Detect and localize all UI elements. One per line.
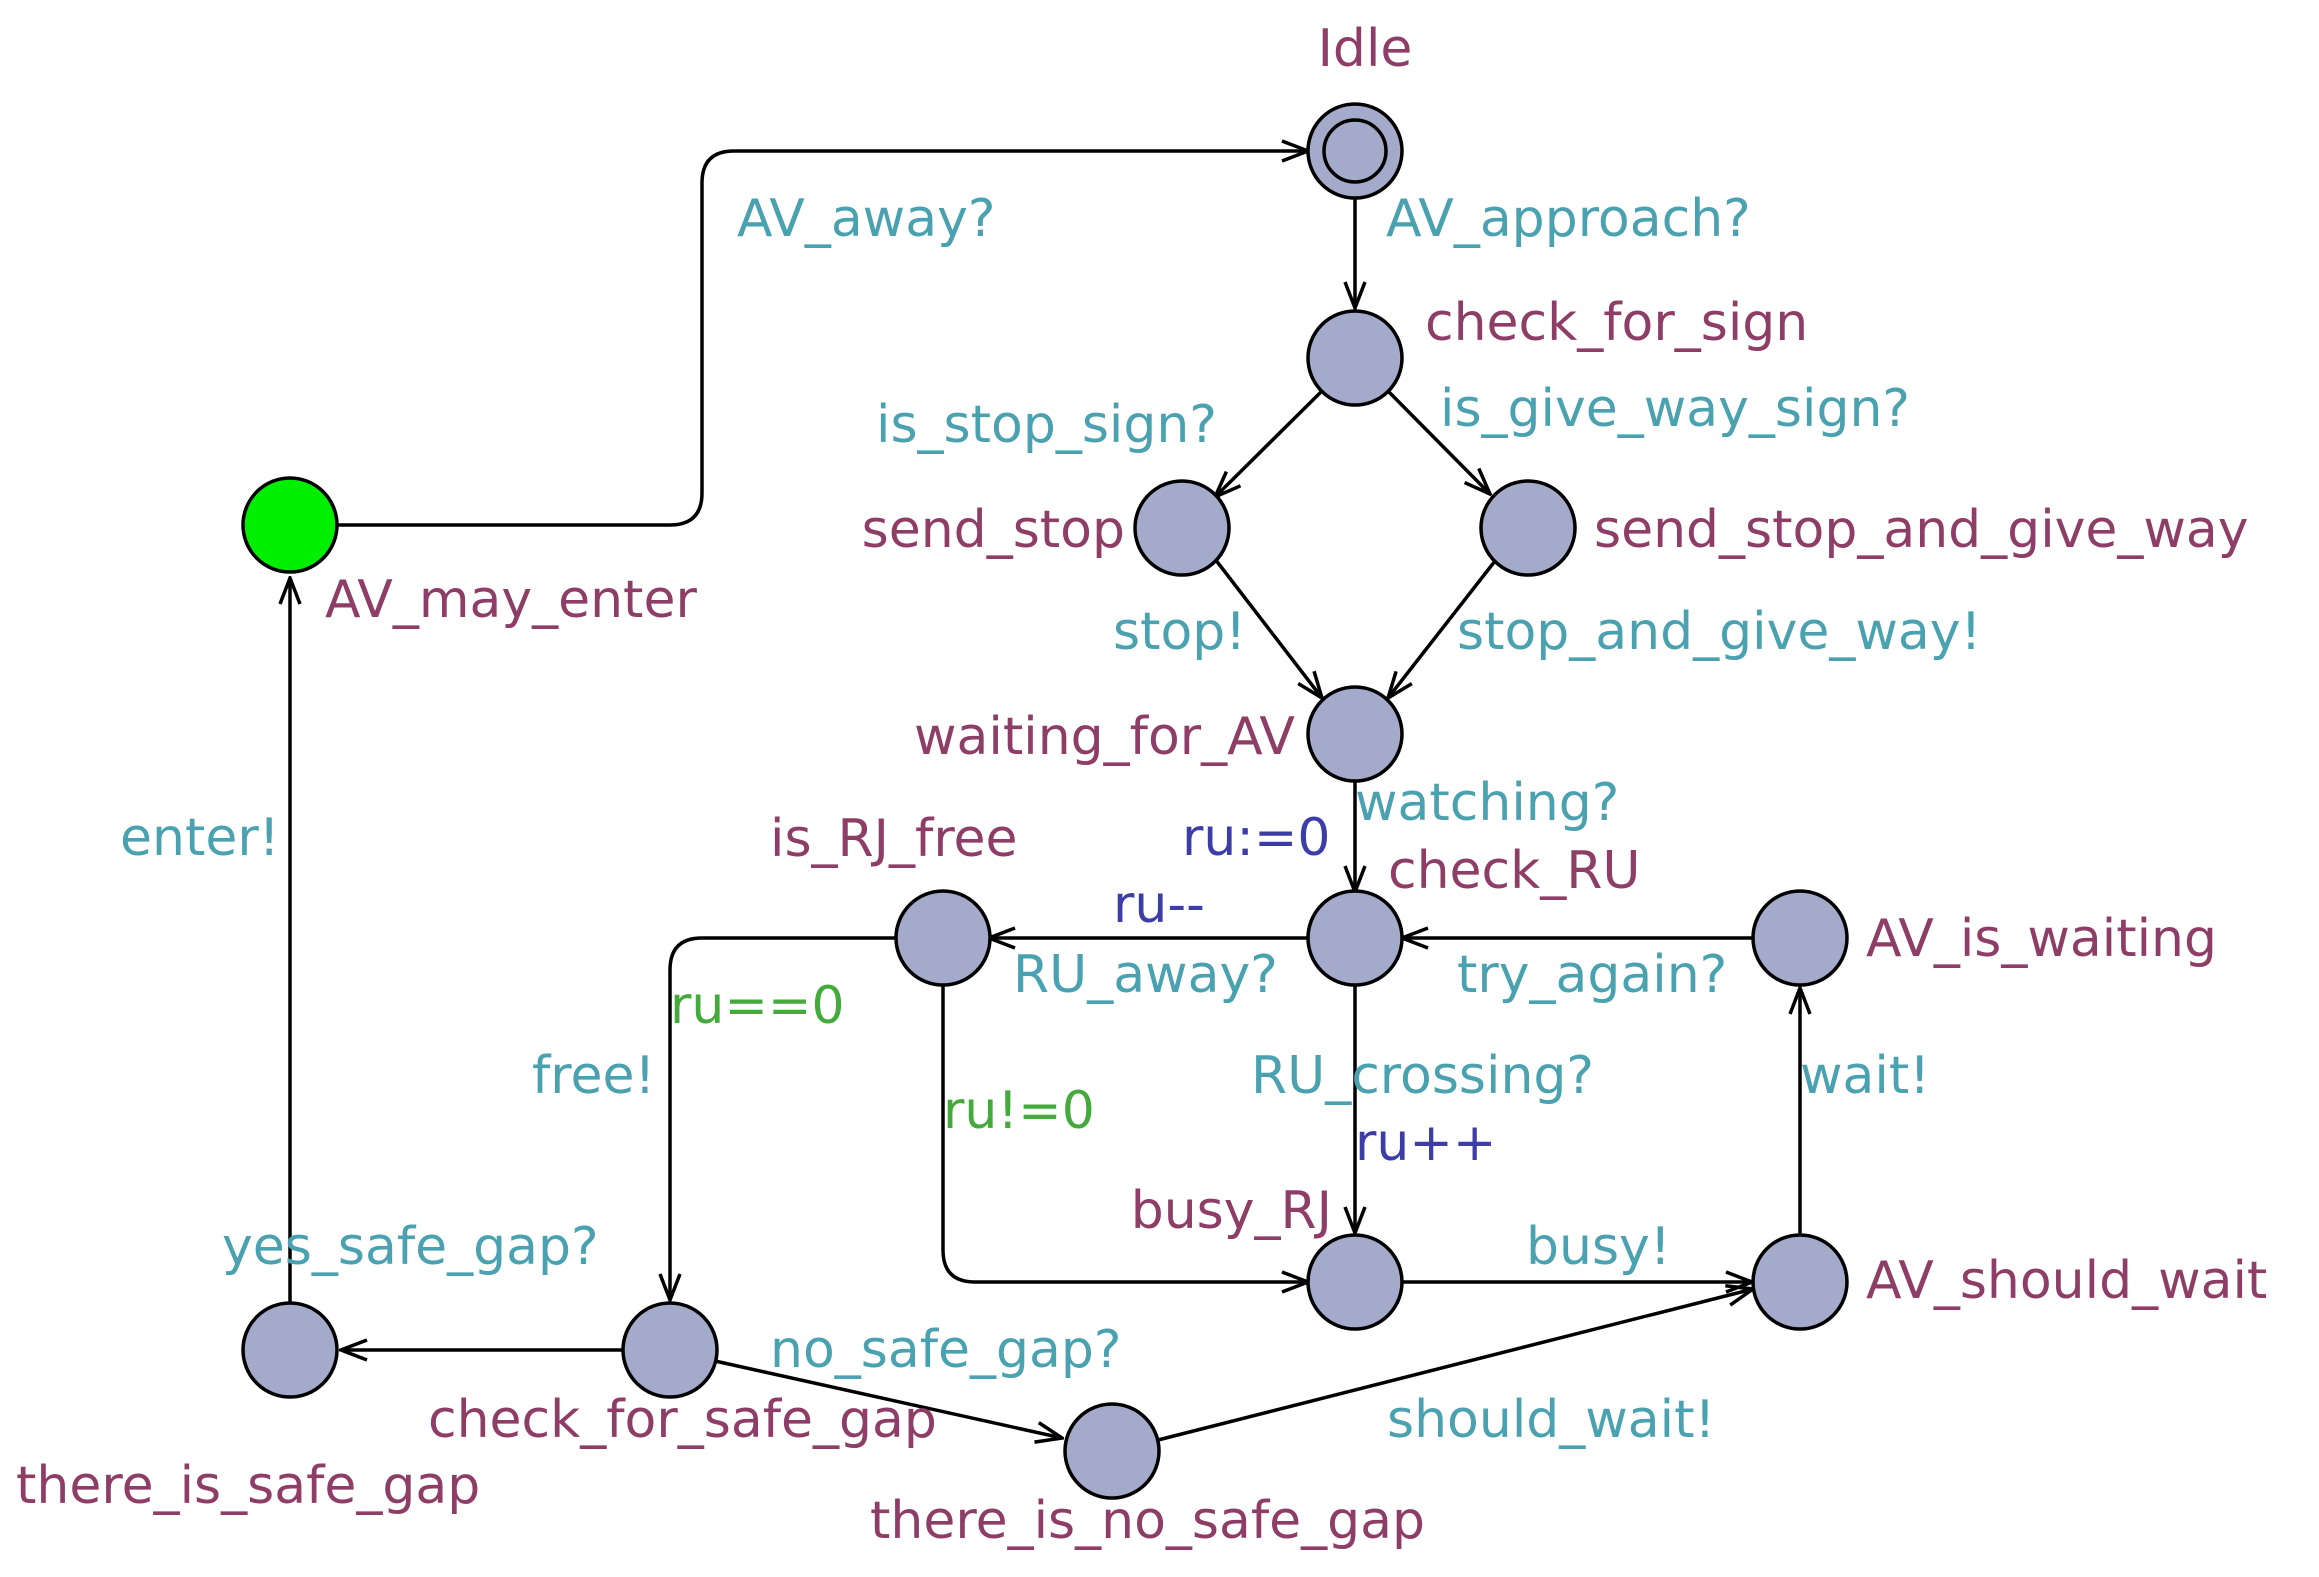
edge-check-for-sign-to-send-stop-and-give-way[interactable]	[1386, 389, 1490, 494]
guard-ru-eq-zero: ru==0	[670, 976, 845, 1036]
edge-is-rj-free-to-check-for-safe-gap[interactable]	[670, 936, 896, 1300]
location-there-is-no-safe-gap[interactable]	[1063, 1402, 1161, 1500]
label-check-ru: check_RU	[1388, 841, 1640, 901]
sync-ru-crossing: RU_crossing?	[1251, 1046, 1594, 1106]
edge-av-may-enter-to-idle[interactable]	[338, 151, 1308, 527]
sync-is-give-way-sign: is_give_way_sign?	[1440, 379, 1910, 439]
sync-enter: enter!	[120, 808, 280, 868]
sync-is-stop-sign: is_stop_sign?	[876, 395, 1217, 455]
sync-stop-and-give-way: stop_and_give_way!	[1457, 602, 1981, 662]
edges	[290, 151, 1800, 1440]
sync-no-safe-gap: no_safe_gap?	[770, 1320, 1122, 1380]
label-waiting-for-av: waiting_for_AV	[914, 707, 1295, 767]
label-busy-rj: busy_RJ	[1131, 1181, 1332, 1241]
location-send-stop[interactable]	[1133, 479, 1231, 577]
initial-location-marker	[1322, 118, 1388, 184]
sync-free: free!	[532, 1046, 655, 1106]
edge-send-stop-and-give-way-to-waiting-for-av[interactable]	[1388, 559, 1497, 698]
edge-there-is-no-safe-gap-to-av-should-wait[interactable]	[1157, 1289, 1753, 1442]
sync-watching: watching?	[1355, 773, 1619, 833]
sync-try-again: try_again?	[1457, 945, 1727, 1005]
assign-ru-decrement: ru--	[1113, 875, 1205, 935]
sync-av-approach: AV_approach?	[1386, 189, 1751, 249]
location-av-should-wait[interactable]	[1751, 1233, 1849, 1331]
sync-should-wait: should_wait!	[1387, 1390, 1715, 1450]
locations	[241, 102, 1849, 1500]
label-send-stop-and-give-way: send_stop_and_give_way	[1594, 500, 2249, 560]
label-idle: Idle	[1318, 19, 1413, 79]
label-send-stop: send_stop	[862, 500, 1125, 560]
edge-check-for-sign-to-send-stop[interactable]	[1215, 389, 1324, 497]
label-av-should-wait: AV_should_wait	[1866, 1251, 2267, 1311]
sync-yes-safe-gap: yes_safe_gap?	[222, 1217, 599, 1277]
location-labels: Idle check_for_sign send_stop send_stop_…	[16, 19, 2267, 1551]
label-check-for-safe-gap: check_for_safe_gap	[428, 1390, 937, 1450]
location-av-may-enter[interactable]	[241, 476, 339, 574]
label-there-is-no-safe-gap: there_is_no_safe_gap	[870, 1491, 1425, 1551]
label-check-for-sign: check_for_sign	[1425, 293, 1808, 353]
label-there-is-safe-gap: there_is_safe_gap	[16, 1456, 480, 1516]
edge-send-stop-to-waiting-for-av[interactable]	[1213, 557, 1322, 698]
sync-ru-away: RU_away?	[1013, 945, 1278, 1005]
edge-labels: AV_away? AV_approach? is_stop_sign? is_g…	[120, 189, 1981, 1450]
location-there-is-safe-gap[interactable]	[241, 1301, 339, 1399]
location-check-for-safe-gap[interactable]	[621, 1301, 719, 1399]
location-waiting-for-av[interactable]	[1306, 685, 1404, 783]
location-is-rj-free[interactable]	[894, 889, 992, 987]
guard-ru-neq-zero: ru!=0	[943, 1081, 1095, 1141]
location-check-ru[interactable]	[1306, 889, 1404, 987]
location-idle[interactable]	[1306, 102, 1404, 200]
sync-av-away: AV_away?	[737, 189, 995, 249]
edge-is-rj-free-to-busy-rj[interactable]	[941, 985, 1308, 1282]
location-av-is-waiting[interactable]	[1751, 889, 1849, 987]
label-av-may-enter: AV_may_enter	[325, 570, 697, 630]
location-send-stop-and-give-way[interactable]	[1479, 479, 1577, 577]
sync-wait: wait!	[1800, 1046, 1930, 1106]
sync-stop: stop!	[1113, 602, 1246, 662]
sync-busy: busy!	[1526, 1217, 1671, 1277]
label-is-rj-free: is_RJ_free	[770, 809, 1018, 869]
location-check-for-sign[interactable]	[1306, 309, 1404, 407]
location-busy-rj[interactable]	[1306, 1233, 1404, 1331]
edge-check-for-safe-gap-to-there-is-no-safe-gap[interactable]	[714, 1359, 1062, 1438]
assign-ru-increment: ru++	[1355, 1113, 1496, 1173]
label-av-is-waiting: AV_is_waiting	[1866, 909, 2217, 969]
assign-ru-reset: ru:=0	[1182, 808, 1331, 868]
